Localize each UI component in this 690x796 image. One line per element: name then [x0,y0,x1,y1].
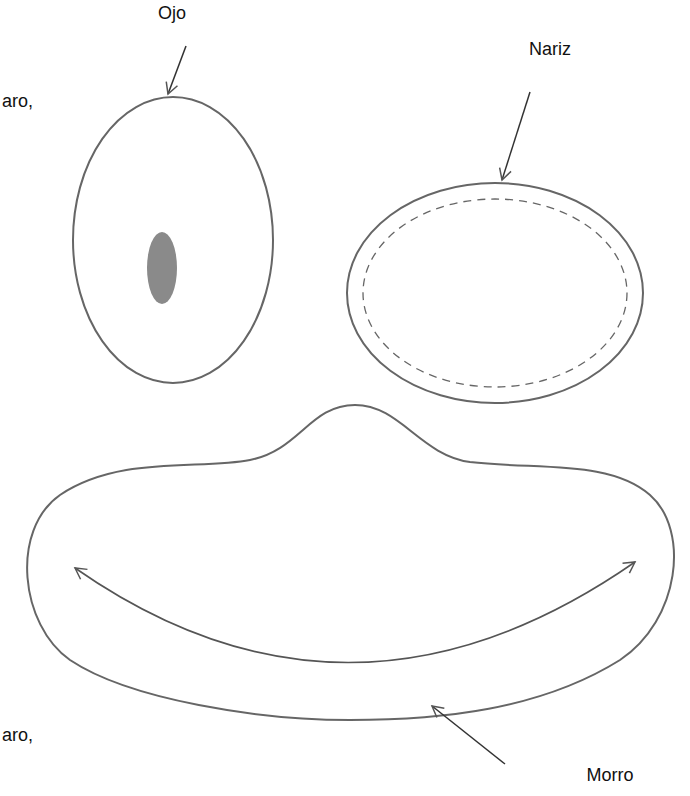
part-label: Nariz [529,40,571,60]
muzzle-outline [27,405,674,720]
part-label: aro, [2,92,33,112]
part-label: Ojo [158,4,186,24]
eye-outline [73,97,273,383]
leader-line [502,92,530,180]
part-label: Morro [586,766,633,786]
part-label: aro, [2,726,33,746]
nose-outline [347,183,643,403]
leader-line [168,46,186,94]
fold-arrow [75,562,635,663]
leader-line [432,706,505,764]
eye-pupil [147,232,177,304]
nose-dashed-line [363,199,627,387]
